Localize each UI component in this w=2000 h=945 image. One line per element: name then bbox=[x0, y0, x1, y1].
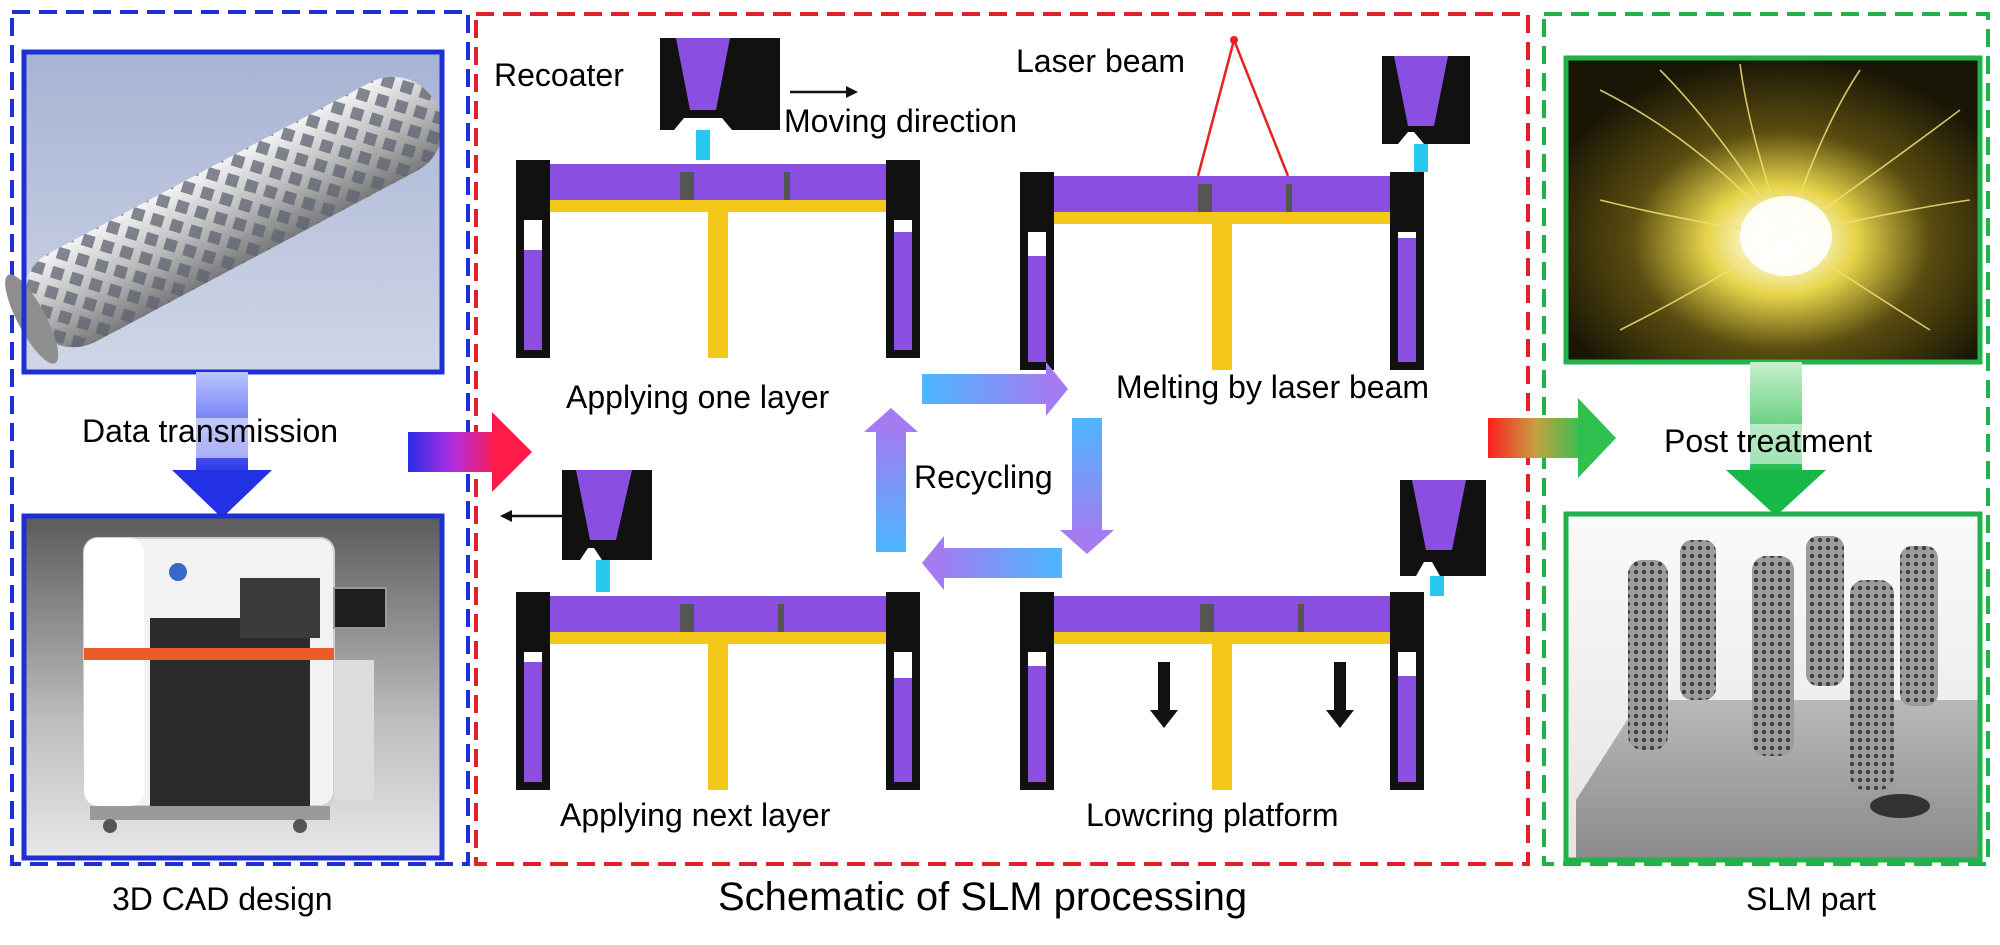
slm-schematic-caption: Schematic of SLM processing bbox=[718, 875, 1247, 919]
transfer-arrow-right bbox=[1488, 398, 1616, 478]
moving-direction-label: Moving direction bbox=[784, 103, 1017, 139]
step-lowering-platform-label: Lowcring platform bbox=[1086, 797, 1339, 833]
step-applying-next-layer-label: Applying next layer bbox=[560, 797, 831, 833]
laser-beam bbox=[1196, 36, 1290, 177]
cycle-arrow-down bbox=[1060, 418, 1114, 554]
stent-cad-image bbox=[5, 49, 445, 375]
recoater-hopper bbox=[562, 470, 652, 592]
transfer-arrow-left bbox=[408, 412, 532, 492]
recoater-hopper bbox=[1400, 480, 1486, 596]
cycle-arrow-right bbox=[922, 362, 1068, 416]
data-transmission-label: Data transmission bbox=[82, 413, 338, 449]
cycle-arrow-left bbox=[922, 536, 1062, 590]
recoater-hopper bbox=[1382, 56, 1470, 172]
recoater-label: Recoater bbox=[494, 57, 624, 93]
printed-stents-photo bbox=[1563, 511, 1983, 863]
step-applying-one-layer-label: Applying one layer bbox=[566, 379, 830, 415]
moving-direction-arrow bbox=[790, 86, 858, 98]
platform-down-arrow bbox=[1150, 662, 1178, 728]
post-treatment-label: Post treatment bbox=[1664, 423, 1872, 459]
stage-applying-next-layer bbox=[500, 470, 920, 790]
cad-design-caption: 3D CAD design bbox=[112, 881, 333, 917]
platform-down-arrow bbox=[1326, 662, 1354, 728]
slm-part-caption: SLM part bbox=[1746, 881, 1876, 917]
recycling-label: Recycling bbox=[914, 459, 1053, 495]
laser-beam-label: Laser beam bbox=[1016, 43, 1185, 79]
slm-machine-image bbox=[21, 513, 445, 861]
laser-melting-photo bbox=[1563, 55, 1983, 365]
moving-direction-arrow-left bbox=[500, 510, 562, 522]
slm-process-panel-frame bbox=[474, 12, 1530, 866]
cycle-arrow-up bbox=[864, 408, 918, 552]
stage-applying-one-layer bbox=[516, 38, 920, 358]
stage-lowering-platform bbox=[1020, 480, 1486, 790]
stage-melting-by-laser bbox=[1020, 36, 1470, 370]
recoater-hopper bbox=[660, 38, 780, 160]
step-melting-label: Melting by laser beam bbox=[1116, 369, 1429, 405]
